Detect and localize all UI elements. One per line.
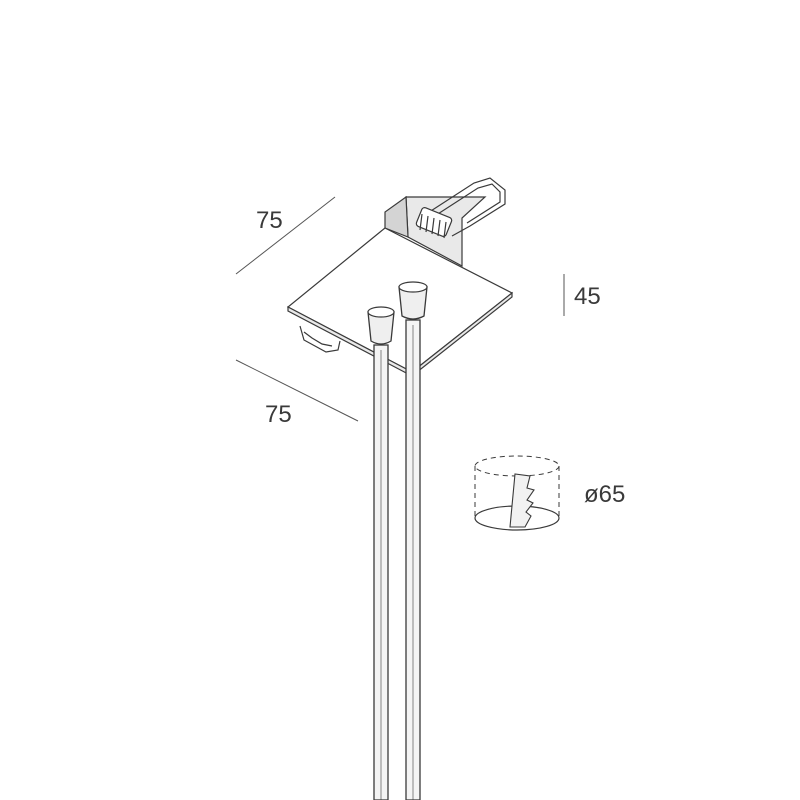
cutout-diameter-label: ø65 bbox=[584, 481, 625, 508]
dimension-height: 45 bbox=[563, 274, 601, 316]
spring-clip-wire-inner bbox=[426, 183, 501, 224]
dimension-bottom-width: 75 bbox=[235, 359, 359, 428]
cable-left bbox=[367, 306, 395, 800]
spring-clip-left-wire bbox=[299, 325, 341, 353]
dimension-top-width: 75 bbox=[235, 196, 336, 275]
cable-right-gland-cap bbox=[398, 281, 428, 293]
cutout-top-dashed bbox=[474, 455, 560, 477]
dimension-top-label: 75 bbox=[256, 207, 283, 234]
spring-clip-wire bbox=[419, 177, 506, 237]
cable-left-gland-cap bbox=[367, 306, 395, 318]
spring-clip-top bbox=[415, 177, 506, 239]
dimension-height-label: 45 bbox=[574, 283, 601, 310]
dimension-bottom-line bbox=[235, 359, 359, 422]
dimension-bottom-label: 75 bbox=[265, 401, 292, 428]
spring-coil-turns bbox=[419, 213, 447, 239]
cutout-icon: ø65 bbox=[474, 455, 625, 531]
dimension-top-line bbox=[235, 196, 336, 275]
spring-clip-left-inner bbox=[303, 331, 333, 347]
saw-blade-icon bbox=[509, 473, 535, 528]
spring-clip-left bbox=[299, 325, 341, 353]
cable-right bbox=[398, 281, 428, 800]
